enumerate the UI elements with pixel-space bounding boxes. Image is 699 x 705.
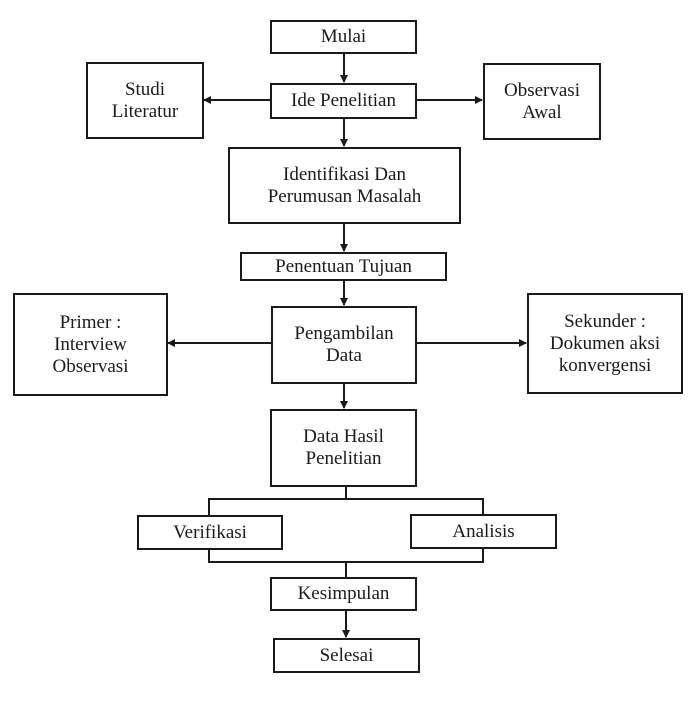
node-selesai: Selesai xyxy=(273,638,420,673)
node-verifikasi: Verifikasi xyxy=(137,515,283,550)
node-mulai: Mulai xyxy=(270,20,417,54)
node-analisis: Analisis xyxy=(410,514,557,549)
node-kesimpulan: Kesimpulan xyxy=(270,577,417,611)
node-data-hasil-penelitian: Data Hasil Penelitian xyxy=(270,409,417,487)
node-penentuan-tujuan: Penentuan Tujuan xyxy=(240,252,447,281)
node-observasi-awal: Observasi Awal xyxy=(483,63,601,140)
node-ide-penelitian: Ide Penelitian xyxy=(270,83,417,119)
node-pengambilan-data: Pengambilan Data xyxy=(271,306,417,384)
branch-data-hasil-split xyxy=(208,498,484,515)
node-identifikasi: Identifikasi Dan Perumusan Masalah xyxy=(228,147,461,224)
node-sekunder: Sekunder : Dokumen aksi konvergensi xyxy=(527,293,683,394)
node-primer: Primer : Interview Observasi xyxy=(13,293,168,396)
node-studi-literatur: Studi Literatur xyxy=(86,62,204,139)
branch-merge xyxy=(208,548,484,563)
